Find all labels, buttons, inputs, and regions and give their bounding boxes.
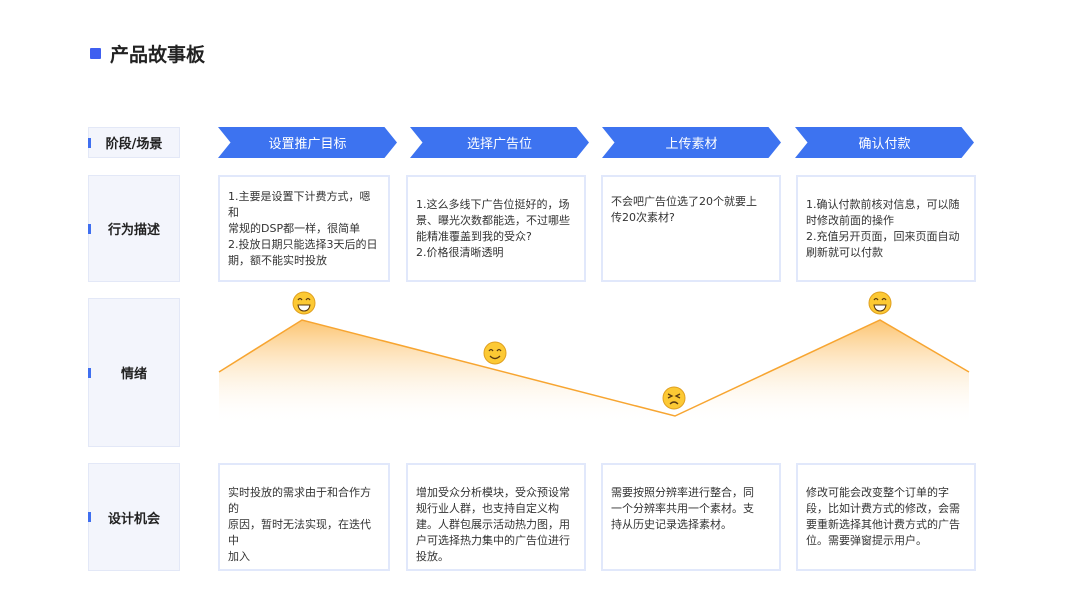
stage-arrow: 上传素材 [602,127,781,158]
stage-arrow: 确认付款 [795,127,974,158]
row-label-stage: 阶段/场景 [88,127,180,158]
emotion-line [218,319,970,417]
stage-arrow: 选择广告位 [410,127,589,158]
opportunity-card: 修改可能会改变整个订单的字 段，比如计费方式的修改，会需 要重新选择其他计费方式… [796,463,976,571]
emotion-area [219,320,969,425]
behavior-card: 1.确认付款前核对信息，可以随 时修改前面的操作 2.充值另开页面，回来页面自动… [796,175,976,282]
behavior-card: 1.这么多线下广告位挺好的，场 景、曝光次数都能选，不过哪些 能精准覆盖到我的受… [406,175,586,282]
opportunity-card: 增加受众分析模块，受众预设常 规行业人群，也支持自定义构 建。人群包展示活动热力… [406,463,586,571]
row-label-behavior: 行为描述 [88,175,180,282]
opportunity-card: 实时投放的需求由于和合作方的 原因，暂时无法实现，在迭代中 加入 [218,463,390,571]
row-label-opportunity: 设计机会 [88,463,180,571]
opportunity-card: 需要按照分辨率进行整合，同 一个分辨率共用一个素材。支 持从历史记录选择素材。 [601,463,781,571]
row-label-emotion: 情绪 [88,298,180,447]
title-marker-icon [90,48,101,59]
smiling-icon [483,341,507,365]
behavior-card: 1.主要是设置下计费方式，嗯和 常规的DSP都一样，很简单 2.投放日期只能选择… [218,175,390,282]
stage-arrow: 设置推广目标 [218,127,397,158]
behavior-card: 不会吧广告位选了20个就要上 传20次素材? [601,175,781,282]
frowning-icon [662,386,686,410]
grinning-icon [292,291,316,315]
grinning-icon [868,291,892,315]
page-title: 产品故事板 [90,40,205,67]
